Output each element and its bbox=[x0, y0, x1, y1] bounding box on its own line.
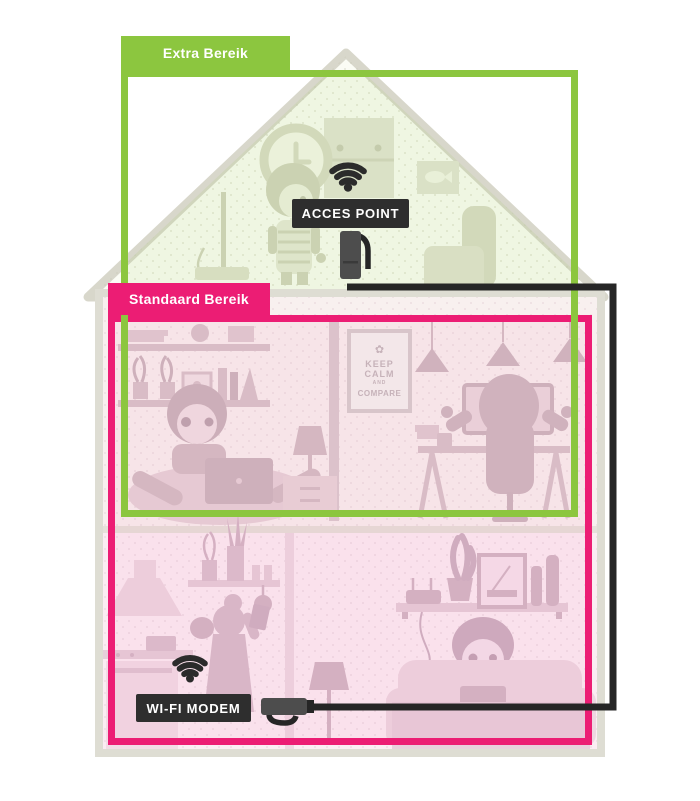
middle-floor bbox=[103, 297, 597, 529]
person-cooking bbox=[190, 594, 270, 712]
access-point-device bbox=[340, 231, 361, 279]
floor-lamp bbox=[195, 192, 249, 280]
fish-picture bbox=[417, 161, 459, 194]
poster-line: CALM bbox=[364, 368, 395, 379]
zone-standaard-bereik bbox=[108, 315, 592, 745]
dresser bbox=[324, 118, 394, 198]
wifi-modem-label: WI-FI MODEM bbox=[136, 694, 251, 722]
modem-plug bbox=[303, 700, 314, 713]
rose-icon: ✿ bbox=[374, 343, 385, 356]
access-point-detail bbox=[343, 261, 358, 264]
wifi-icon bbox=[172, 655, 208, 683]
armchair bbox=[424, 206, 496, 294]
house-wall-outline bbox=[95, 289, 605, 757]
keep-calm-poster: ✿ KEEP CALM AND COMPARE bbox=[347, 329, 412, 413]
zone-label-standaard-bereik: Standaard Bereik bbox=[108, 283, 270, 315]
nightstand-with-lamp bbox=[283, 426, 337, 512]
kitchen-divider-wall bbox=[285, 533, 294, 751]
zone-label-extra-bereik: Extra Bereik bbox=[121, 36, 290, 70]
room-divider-wall bbox=[329, 316, 339, 521]
wifi-icon bbox=[329, 162, 367, 192]
modem-cable bbox=[266, 713, 299, 726]
access-point-label: ACCES POINT bbox=[292, 199, 409, 228]
poster-line: COMPARE bbox=[357, 388, 402, 398]
poster-line: KEEP bbox=[365, 358, 394, 369]
floor-divider bbox=[103, 526, 597, 533]
ethernet-cable bbox=[307, 283, 617, 711]
wifi-modem-device bbox=[261, 698, 307, 715]
home-office bbox=[415, 322, 587, 522]
shelf-router bbox=[406, 590, 441, 604]
poster-line: AND bbox=[372, 380, 387, 387]
